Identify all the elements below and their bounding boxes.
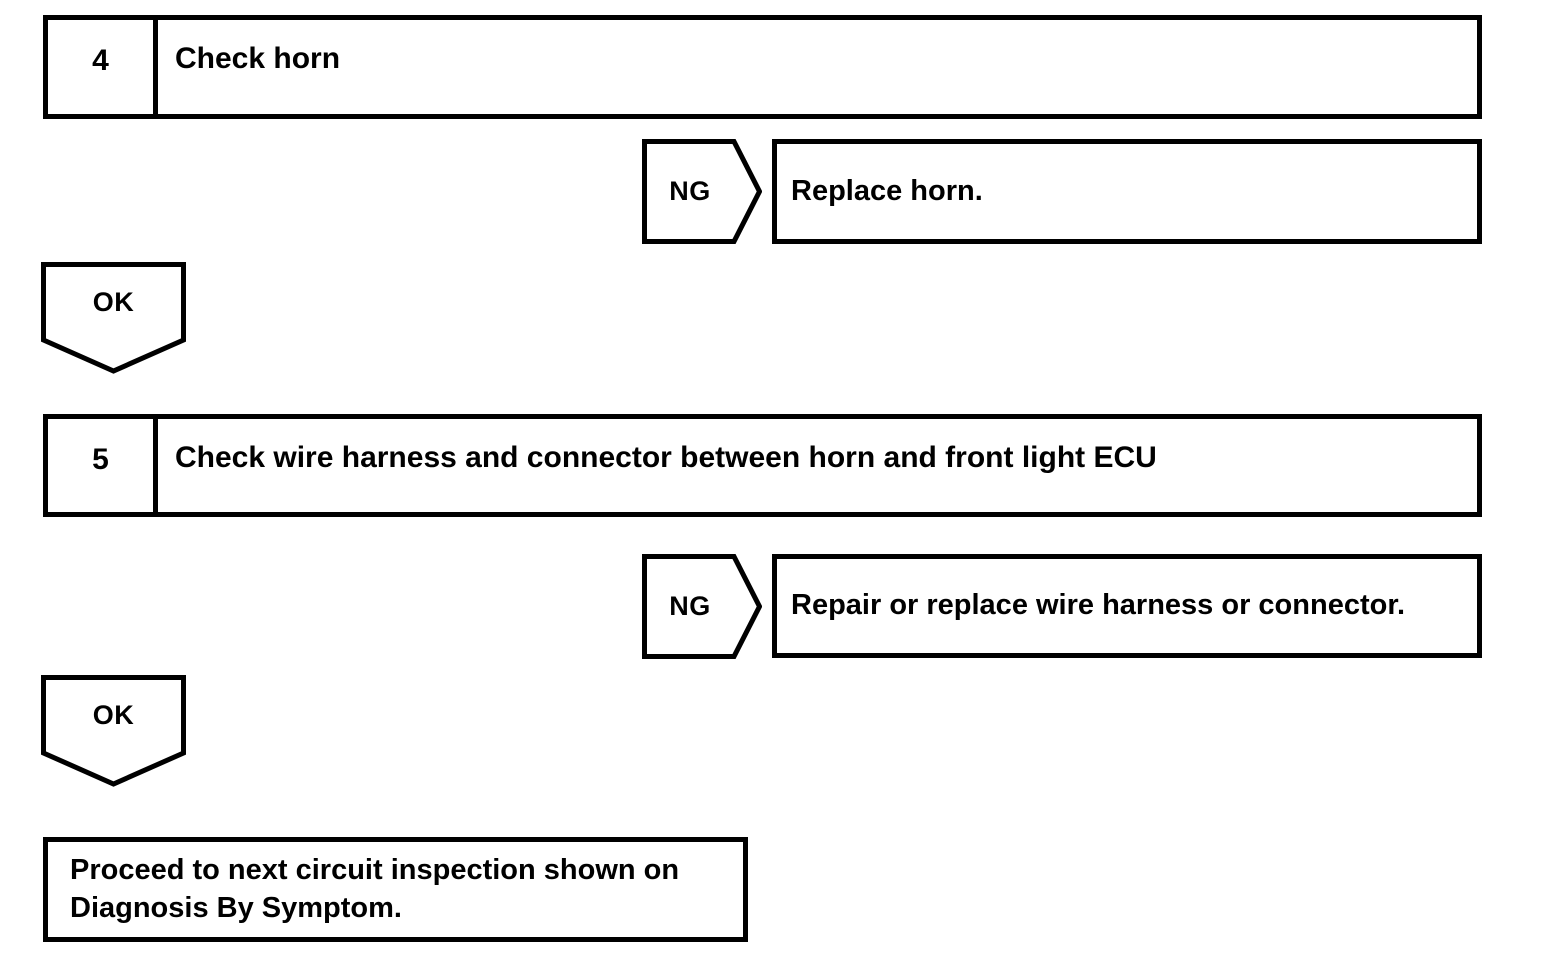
ng-action-text-4: Replace horn. bbox=[791, 174, 983, 207]
step-title-4: Check horn bbox=[175, 42, 341, 75]
ng-label-4: NG bbox=[669, 176, 711, 206]
ng-action-box-5: Repair or replace wire harness or connec… bbox=[772, 554, 1482, 658]
ng-action-box-4: Replace horn. bbox=[772, 139, 1482, 244]
ok-label-5: OK bbox=[92, 699, 135, 730]
step-box-4: 4 Check horn bbox=[43, 15, 1482, 119]
terminal-text-line1: Proceed to next circuit inspection shown… bbox=[70, 854, 680, 887]
step-number-cell-5: 5 bbox=[48, 419, 158, 512]
terminal-text-line2: Diagnosis By Symptom. bbox=[70, 891, 402, 924]
step-number-4: 4 bbox=[92, 44, 109, 77]
terminal-box: Proceed to next circuit inspection shown… bbox=[43, 837, 748, 942]
ok-label-4: OK bbox=[92, 286, 135, 317]
step-number-5: 5 bbox=[92, 443, 109, 476]
step-title-5: Check wire harness and connector between… bbox=[175, 441, 1157, 474]
ng-arrow-5: NG bbox=[642, 554, 762, 659]
step-number-cell-4: 4 bbox=[48, 20, 158, 114]
ng-action-text-5: Repair or replace wire harness or connec… bbox=[791, 589, 1406, 622]
ng-arrow-4: NG bbox=[642, 139, 762, 244]
ok-arrow-4: OK bbox=[41, 262, 186, 374]
step-box-5: 5 Check wire harness and connector betwe… bbox=[43, 414, 1482, 517]
ok-arrow-5: OK bbox=[41, 675, 186, 787]
terminal-text: Proceed to next circuit inspection shown… bbox=[48, 852, 679, 926]
ng-label-5: NG bbox=[669, 591, 711, 621]
